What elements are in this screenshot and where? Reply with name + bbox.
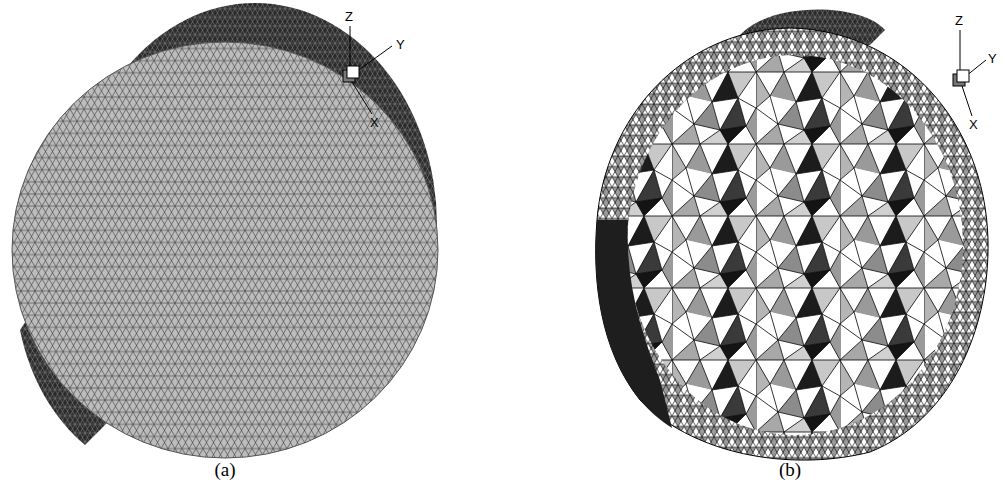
axis-label: X (370, 116, 379, 129)
surface-mesh (12, 3, 438, 458)
panel-label: (b) (779, 460, 801, 479)
axis-label: Z (345, 10, 353, 23)
axis-label: Y (396, 38, 405, 51)
mesh-outline (596, 28, 988, 460)
cylinder-side (596, 220, 672, 428)
cylinder-face (12, 42, 438, 458)
axis-label: X (969, 118, 978, 131)
axis-triad (953, 30, 986, 116)
volume-mesh (596, 10, 988, 460)
axis-label: Z (955, 14, 963, 27)
panel-label: (a) (214, 460, 235, 479)
axis-triad (343, 26, 392, 114)
cut-tetrahedra (627, 55, 963, 435)
axis-label: Y (988, 52, 997, 65)
